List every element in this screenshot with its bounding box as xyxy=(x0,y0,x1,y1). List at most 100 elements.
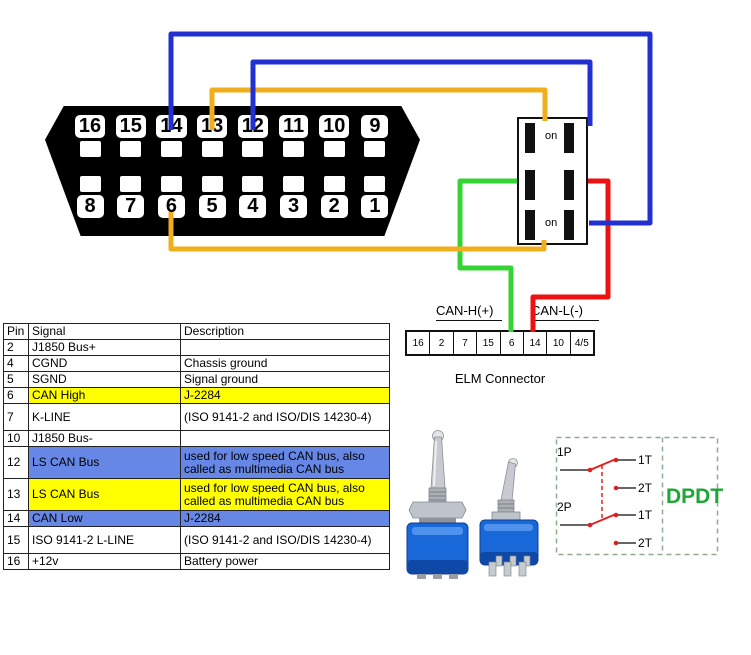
obd-pin-3: 3 xyxy=(275,176,313,218)
pin-cell: 15 xyxy=(3,526,29,554)
header-signal: Signal xyxy=(28,323,181,340)
obd-pin-8-hole xyxy=(79,176,101,192)
obd-pin-15-hole xyxy=(120,141,142,157)
obd-pin-16-hole xyxy=(79,141,101,157)
dip-switch-actuator xyxy=(564,123,574,153)
obd-pin-1-number: 1 xyxy=(361,195,389,218)
obd-pin-2: 2 xyxy=(315,176,353,218)
table-row-pin-6: 6 CAN High J-2284 xyxy=(3,387,390,404)
obd-pin-9-number: 9 xyxy=(361,115,389,138)
obd-pin-row-top: 16 15 14 13 12 11 10 9 xyxy=(45,115,420,157)
can-h-underline xyxy=(436,320,502,321)
pin-cell: 10 xyxy=(3,430,29,447)
dip-switch-actuator xyxy=(564,210,574,240)
obd-pin-3-number: 3 xyxy=(280,195,308,218)
signal-cell: CAN High xyxy=(28,387,181,404)
obd-pin-9: 9 xyxy=(356,115,394,157)
obd-pin-5: 5 xyxy=(193,176,231,218)
pin-cell: 2 xyxy=(3,339,29,356)
elm-connector-strip: 16 2 7 15 6 14 10 4/5 xyxy=(405,330,595,356)
elm-connector-caption: ELM Connector xyxy=(454,371,546,386)
table-row-pin-12: 12 LS CAN Bus used for low speed CAN bus… xyxy=(3,446,390,479)
desc-cell: Chassis ground xyxy=(180,355,390,372)
dip-switch-actuator xyxy=(525,123,535,153)
can-l-label: CAN-L(-) xyxy=(531,303,583,318)
obd-pin-5-hole xyxy=(201,176,223,192)
obd-pin-4-number: 4 xyxy=(239,195,267,218)
header-desc: Description xyxy=(180,323,390,340)
desc-cell xyxy=(180,339,390,356)
obd-pin-14-hole xyxy=(160,141,182,157)
obd-pin-4-hole xyxy=(242,176,264,192)
desc-cell: used for low speed CAN bus, also called … xyxy=(180,446,390,479)
obd-pin-8: 8 xyxy=(71,176,109,218)
pin-cell: 12 xyxy=(3,446,29,479)
obd-pin-11-number: 11 xyxy=(278,115,309,138)
table-row-pin-7: 7 K-LINE (ISO 9141-2 and ISO/DIS 14230-4… xyxy=(3,403,390,431)
obd-pin-7: 7 xyxy=(112,176,150,218)
pole2-throw1-label: 1T xyxy=(638,508,653,522)
obd-pin-16: 16 xyxy=(71,115,109,157)
obd-pin-6-number: 6 xyxy=(157,195,185,218)
desc-cell: used for low speed CAN bus, also called … xyxy=(180,478,390,511)
table-header-row: Pin Signal Description xyxy=(3,323,390,340)
obd-pin-1-hole xyxy=(364,176,386,192)
obd-pin-12-hole xyxy=(242,141,264,157)
obd-pin-9-hole xyxy=(364,141,386,157)
pin-cell: 5 xyxy=(3,371,29,388)
signal-cell: K-LINE xyxy=(28,403,181,431)
obd-pin-6-hole xyxy=(160,176,182,192)
desc-cell xyxy=(180,430,390,447)
obd-pin-2-number: 2 xyxy=(320,195,348,218)
obd-pin-7-number: 7 xyxy=(117,195,145,218)
desc-cell: (ISO 9141-2 and ISO/DIS 14230-4) xyxy=(180,526,390,554)
obd-pin-1: 1 xyxy=(356,176,394,218)
signal-cell: ISO 9141-2 L-LINE xyxy=(28,526,181,554)
obd-pin-row-bottom: 8 7 6 5 4 3 2 1 xyxy=(45,176,420,218)
desc-cell: Signal ground xyxy=(180,371,390,388)
signal-cell: +12v xyxy=(28,553,181,570)
pole2-arm xyxy=(589,513,617,526)
elm-pin-10: 10 xyxy=(546,332,569,354)
obd-pin-7-hole xyxy=(120,176,142,192)
can-l-underline xyxy=(531,320,599,321)
dpdt-dashed-box xyxy=(555,436,719,556)
obd-pin-14-number: 14 xyxy=(156,115,187,138)
obd-pin-10: 10 xyxy=(315,115,353,157)
toggle-switch-photo-front xyxy=(406,430,469,579)
obd-pin-10-hole xyxy=(323,141,345,157)
pin-cell: 16 xyxy=(3,553,29,570)
pin-cell: 7 xyxy=(3,403,29,431)
signal-cell: LS CAN Bus xyxy=(28,478,181,511)
dip-switch: on on xyxy=(517,117,588,245)
desc-cell: Battery power xyxy=(180,553,390,570)
desc-cell: J-2284 xyxy=(180,387,390,404)
elm-pin-4-5: 4/5 xyxy=(569,332,593,354)
elm-pin-15: 15 xyxy=(476,332,499,354)
elm-pin-16: 16 xyxy=(412,337,424,349)
dpdt-label: DPDT xyxy=(666,485,723,508)
toggle-switch-photo-angled xyxy=(479,458,539,577)
dip-switch-actuator xyxy=(564,170,574,200)
pin-cell: 13 xyxy=(3,478,29,511)
elm-pin-2: 2 xyxy=(429,332,452,354)
pinout-table: Pin Signal Description 2 J1850 Bus+ 4 CG… xyxy=(3,323,390,570)
obd-pin-13-number: 13 xyxy=(196,115,228,138)
obd-pin-13-hole xyxy=(201,141,223,157)
pole2-label: 2P xyxy=(557,500,572,514)
obd-pin-3-hole xyxy=(283,176,305,192)
pole1-label: 1P xyxy=(557,445,572,459)
obd-pin-11-hole xyxy=(283,141,305,157)
obd-pin-15: 15 xyxy=(112,115,150,157)
obd-pin-15-number: 15 xyxy=(115,115,146,138)
signal-cell: J1850 Bus+ xyxy=(28,339,181,356)
table-row-pin-13: 13 LS CAN Bus used for low speed CAN bus… xyxy=(3,478,390,511)
obd-pin-14: 14 xyxy=(152,115,190,157)
obd-pin-12-number: 12 xyxy=(237,115,268,138)
dip-switch-actuator xyxy=(525,170,535,200)
pole2-throw2-label: 2T xyxy=(638,536,653,550)
table-row-pin-10: 10 J1850 Bus- xyxy=(3,430,390,447)
dip-switch-actuator xyxy=(525,210,535,240)
obd-pin-16-number: 16 xyxy=(74,115,106,138)
